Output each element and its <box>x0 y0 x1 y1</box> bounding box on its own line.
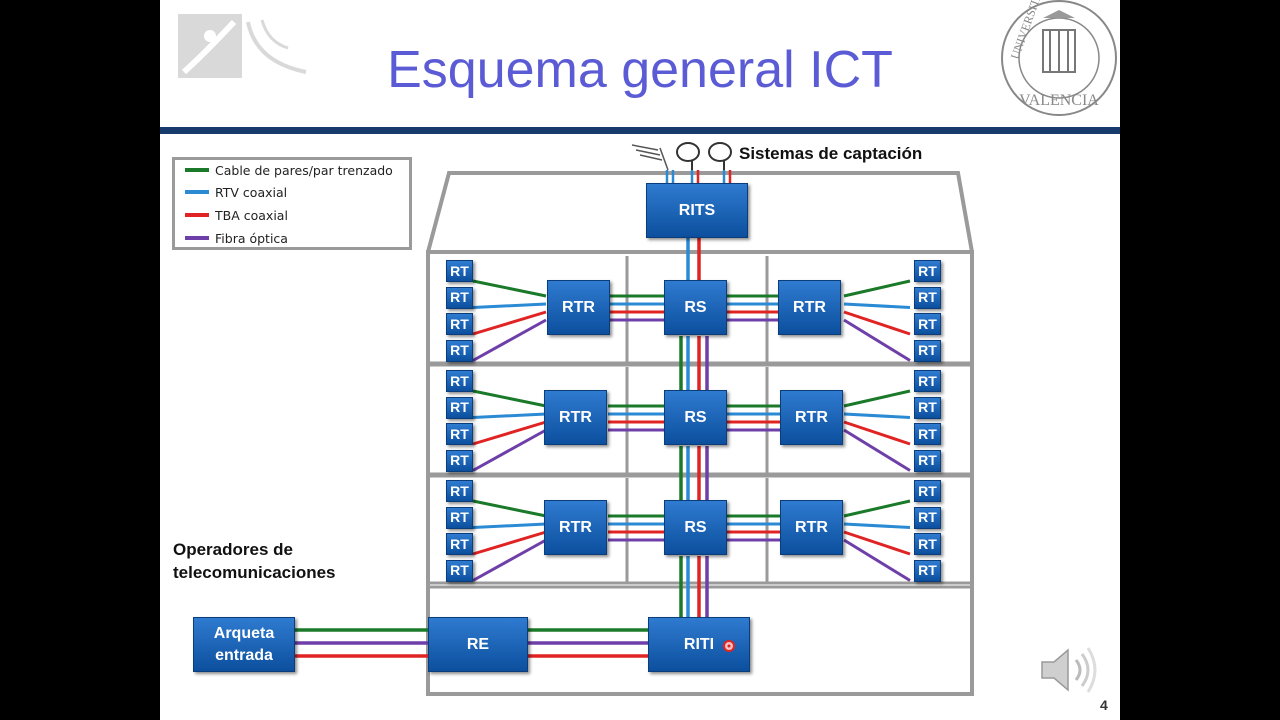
legend-item-pairs: Cable de pares/par trenzado <box>185 160 393 180</box>
rtr-box: RTR <box>780 390 843 445</box>
rtr-rt-link <box>843 538 911 582</box>
rtr-rt-link <box>843 389 911 408</box>
rt-box: RT <box>914 396 941 419</box>
rtr-rt-link <box>843 428 911 472</box>
operadores-label-line1: Operadores de <box>173 540 293 559</box>
satellite-dish-icon <box>708 142 732 162</box>
rits-box: RITS <box>646 183 748 238</box>
ict-diagram <box>295 142 974 696</box>
legend-label: RTV coaxial <box>215 184 288 200</box>
rtr-rt-link <box>472 279 547 298</box>
rtr-rt-link <box>843 412 911 419</box>
rt-box: RT <box>446 396 473 419</box>
rtr-box: RTR <box>544 500 607 555</box>
rtr-rt-link <box>472 428 547 472</box>
svg-text:VALENCIA: VALENCIA <box>1019 92 1099 109</box>
rtr-rt-link <box>843 499 911 518</box>
rt-box: RT <box>446 533 473 555</box>
arqueta-label-line1: Arqueta <box>213 624 275 642</box>
rt-box: RT <box>914 533 941 555</box>
rt-box: RT <box>914 480 941 502</box>
rt-box: RT <box>914 506 941 529</box>
legend-item-rtv: RTV coaxial <box>185 182 287 202</box>
captacion-label: Sistemas de captación <box>739 144 923 163</box>
cursor-pointer-icon <box>723 640 735 652</box>
legend-label: Cable de pares/par trenzado <box>215 162 393 178</box>
rtr-rt-link <box>472 310 547 336</box>
rt-box: RT <box>446 449 473 472</box>
rt-box: RT <box>914 286 941 309</box>
rtr-rt-link <box>843 420 911 446</box>
rt-box: RT <box>914 313 941 335</box>
rt-box: RT <box>446 480 473 502</box>
legend-swatch <box>185 213 209 217</box>
legend-label: TBA coaxial <box>215 207 288 223</box>
rt-box: RT <box>914 449 941 472</box>
arqueta-label-line2: entrada <box>215 646 273 664</box>
legend-swatch <box>185 168 209 172</box>
riti-box: RITI <box>648 617 750 672</box>
legend-item-fiber: Fibra óptica <box>185 228 288 248</box>
rtr-rt-link <box>843 522 911 529</box>
page-number: 4 <box>1100 697 1108 713</box>
riti-label: RITI <box>683 635 715 653</box>
rtr-rt-link <box>472 389 547 408</box>
rtr-rt-link <box>472 522 547 529</box>
rt-box: RT <box>914 260 941 282</box>
rt-box: RT <box>446 313 473 335</box>
operadores-label-line2: telecomunicaciones <box>173 563 336 582</box>
rtr-rt-link <box>472 318 547 362</box>
rs-box: RS <box>664 390 727 445</box>
rt-box: RT <box>914 339 941 362</box>
rtr-rt-link <box>843 310 911 336</box>
slide: Esquema general ICT VALENCIA UNIVERSITAS… <box>160 0 1120 720</box>
rtr-rt-link <box>843 302 911 309</box>
rtr-rt-link <box>472 499 547 518</box>
rtr-rt-link <box>472 530 547 556</box>
legend-swatch <box>185 236 209 240</box>
rtr-rt-link <box>472 412 547 419</box>
rt-box: RT <box>914 370 941 392</box>
rtr-rt-link <box>843 318 911 362</box>
rt-box: RT <box>914 559 941 582</box>
antenna-icon <box>631 144 669 171</box>
rt-box: RT <box>446 370 473 392</box>
rtr-rt-link <box>843 279 911 298</box>
left-logo <box>178 14 307 78</box>
rtr-box: RTR <box>778 280 841 335</box>
rtr-rt-link <box>472 420 547 446</box>
rs-box: RS <box>664 280 727 335</box>
legend-swatch <box>185 190 209 194</box>
rt-box: RT <box>446 339 473 362</box>
legend-item-tba: TBA coaxial <box>185 205 288 225</box>
arqueta-box: Arqueta entrada <box>193 617 295 672</box>
rtr-box: RTR <box>780 500 843 555</box>
rt-box: RT <box>446 506 473 529</box>
rt-box: RT <box>446 559 473 582</box>
satellite-dish-icon <box>676 142 700 162</box>
rtr-box: RTR <box>544 390 607 445</box>
rtr-box: RTR <box>547 280 610 335</box>
rt-box: RT <box>446 260 473 282</box>
legend: Cable de pares/par trenzado RTV coaxial … <box>172 157 412 250</box>
re-box: RE <box>428 617 528 672</box>
rtr-rt-link <box>472 538 547 582</box>
rt-box: RT <box>446 286 473 309</box>
speaker-icon[interactable] <box>1038 640 1100 700</box>
building-roof <box>426 171 974 253</box>
rtr-rt-link <box>472 302 547 309</box>
title-rule <box>160 127 1120 134</box>
slide-title: Esquema general ICT <box>387 41 893 99</box>
university-seal: VALENCIA UNIVERSITAS <box>1001 0 1117 116</box>
legend-label: Fibra óptica <box>215 230 288 246</box>
rt-box: RT <box>914 423 941 445</box>
rt-box: RT <box>446 423 473 445</box>
rs-box: RS <box>664 500 727 555</box>
rtr-rt-link <box>843 530 911 556</box>
